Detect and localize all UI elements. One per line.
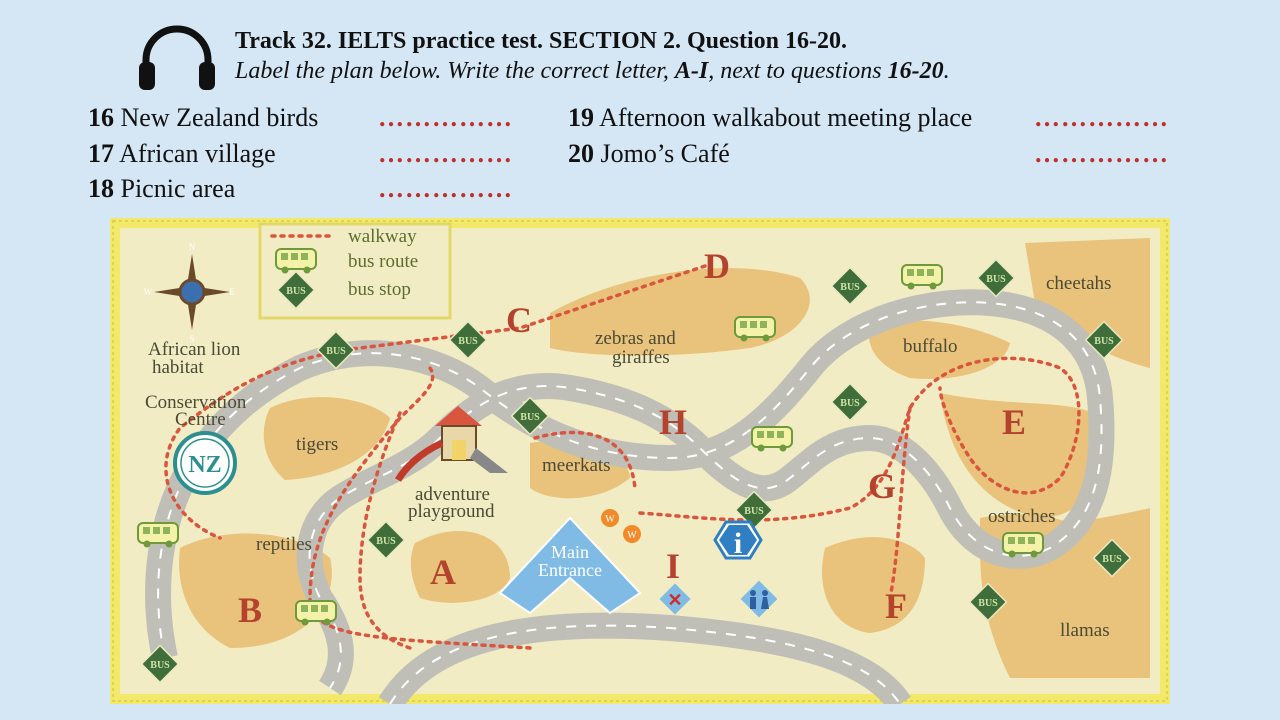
label-meerkats: meerkats: [542, 455, 611, 476]
legend-bus-icon: [275, 248, 317, 275]
zoo-map: BUS: [110, 218, 1170, 712]
w-markers: W W: [601, 509, 641, 543]
label-adventure: adventure: [415, 484, 490, 505]
label-conservation: Conservation: [145, 392, 247, 413]
walkway-north: [164, 264, 707, 540]
label-reptiles: reptiles: [256, 534, 312, 555]
letter-g: G: [868, 466, 896, 506]
nz-badge: NZ: [173, 431, 237, 495]
svg-text:E: E: [229, 287, 235, 297]
walkway-meerkats: [533, 430, 637, 490]
label-giraffes: giraffes: [612, 347, 670, 368]
label-habitat: habitat: [152, 357, 204, 378]
main-entrance[interactable]: Main Entrance: [498, 516, 642, 615]
label-centre: Centre: [175, 409, 226, 430]
svg-text:✕: ✕: [667, 590, 682, 610]
label-playground: playground: [408, 501, 495, 522]
tigers-enclosure: [263, 397, 390, 480]
map-labels: African lion habitat Conservation Centre…: [145, 273, 1111, 641]
answer-blank-16[interactable]: ……………: [378, 103, 513, 132]
letter-h: H: [659, 402, 687, 442]
enclosure-e: [940, 393, 1101, 518]
label-buffalo: buffalo: [903, 336, 958, 357]
letter-c: C: [506, 300, 532, 340]
instruction-range: 16-20: [887, 58, 944, 84]
walkway-east: [638, 356, 1081, 522]
walkway-f: [888, 406, 912, 600]
map-svg: BUS: [110, 218, 1170, 712]
answer-blank-17[interactable]: ……………: [378, 139, 513, 168]
legend-walkway: walkway: [348, 226, 417, 247]
instruction-end: .: [943, 58, 950, 84]
enclosure-a: [410, 530, 510, 603]
letter-e: E: [1002, 402, 1026, 442]
reptiles-b-enclosure: [179, 533, 332, 648]
svg-text:W: W: [605, 514, 615, 525]
question-20: 20 Jomo’s Café: [568, 139, 730, 168]
answer-letters: A B C D E F G H I: [238, 246, 1026, 630]
question-list: 16 New Zealand birds …………… 17 African vi…: [0, 0, 1280, 210]
buffalo-enclosure: [869, 320, 1010, 379]
svg-text:Entrance: Entrance: [538, 560, 602, 580]
answer-blank-18[interactable]: ……………: [378, 174, 513, 203]
legend-bus-route: bus route: [348, 251, 418, 272]
letter-a: A: [430, 552, 456, 592]
label-cheetahs: cheetahs: [1046, 273, 1111, 294]
headphones-icon: [139, 25, 215, 90]
answer-blank-20[interactable]: ……………: [1034, 139, 1169, 168]
question-19: 19 Afternoon walkabout meeting place: [568, 103, 973, 132]
instruction-text: Label the plan below. Write the correct …: [235, 58, 675, 84]
letter-b: B: [238, 590, 262, 630]
svg-text:W: W: [144, 287, 153, 297]
label-zebras: zebras and: [595, 328, 676, 349]
question-17: 17 African village: [88, 139, 276, 168]
enclosure-f: [822, 537, 925, 633]
letter-d: D: [704, 246, 730, 286]
svg-text:i: i: [734, 527, 742, 560]
question-18: 18 Picnic area: [88, 174, 236, 203]
instruction-text-mid: , next to questions: [708, 58, 888, 84]
label-tigers: tigers: [296, 434, 338, 455]
question-16: 16 New Zealand birds: [88, 103, 319, 132]
svg-text:NZ: NZ: [188, 452, 221, 478]
toilets-icon: [740, 580, 778, 618]
letter-i: I: [666, 546, 680, 586]
svg-text:S: S: [189, 334, 194, 344]
playground-icon: [394, 406, 508, 482]
legend-bus-stop: bus stop: [348, 279, 411, 300]
header: Track 32. IELTS practice test. SECTION 2…: [235, 26, 950, 86]
svg-text:W: W: [627, 530, 637, 541]
instruction-letters: A-I: [674, 58, 709, 84]
info-icon: i: [713, 520, 763, 560]
compass-icon: N S W E: [144, 242, 236, 344]
answer-blank-19[interactable]: ……………: [1034, 103, 1169, 132]
label-ostriches: ostriches: [988, 506, 1056, 527]
walkway-west: [308, 366, 532, 650]
walkways: [164, 264, 1081, 650]
label-african-lion: African lion: [148, 339, 241, 360]
track-title: Track 32. IELTS practice test. SECTION 2…: [235, 28, 848, 54]
instructions: Label the plan below. Write the correct …: [235, 56, 950, 86]
letter-f: F: [885, 586, 907, 626]
legend: walkway bus route bus stop: [258, 222, 452, 320]
label-llamas: llamas: [1060, 620, 1110, 641]
svg-text:N: N: [189, 242, 196, 252]
svg-text:Main: Main: [551, 542, 589, 562]
